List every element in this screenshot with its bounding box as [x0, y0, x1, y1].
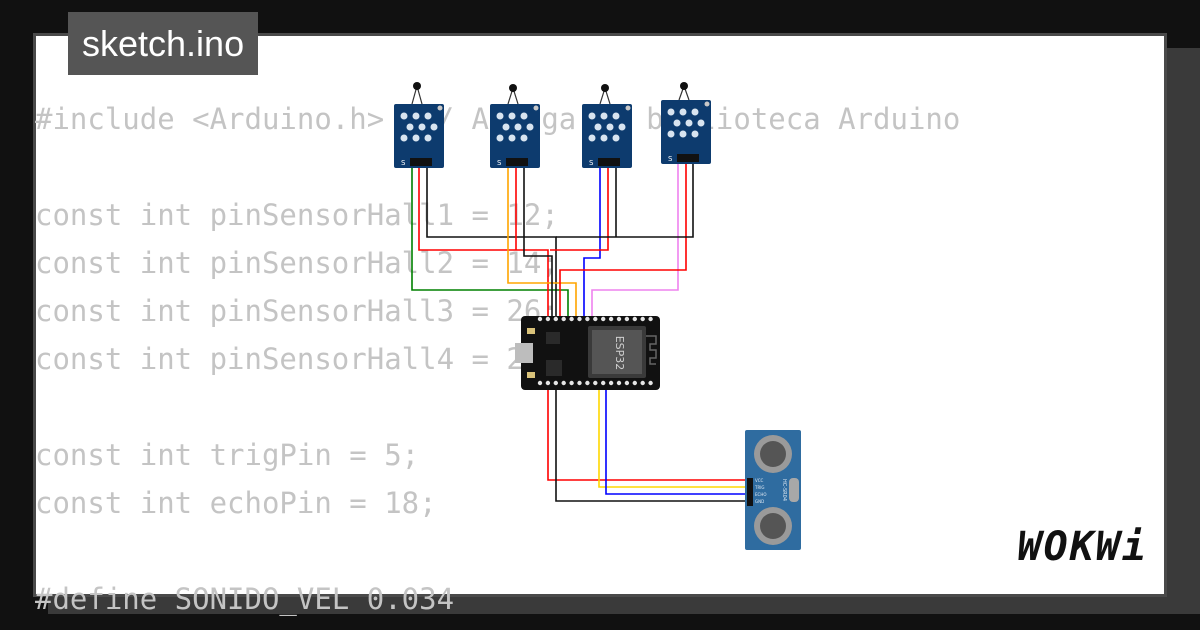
- header-pin: [624, 380, 630, 386]
- header-pin: [545, 316, 551, 322]
- code-line: const int trigPin = 5;: [35, 438, 420, 472]
- pin-label: S: [589, 159, 594, 167]
- code-line: const int pinSensorHall4 = 27;: [35, 342, 559, 376]
- pin-header-top: [537, 316, 653, 322]
- hall-sensor-2[interactable]: S: [490, 84, 540, 168]
- hall-sensor-4[interactable]: S: [661, 82, 711, 164]
- header-pin: [640, 316, 645, 322]
- header-pin: [608, 316, 614, 322]
- header-pin: [632, 316, 637, 322]
- sonar-pin-vcc: VCC: [755, 478, 764, 483]
- header-pin: [553, 316, 558, 322]
- header-pin: [648, 380, 653, 386]
- header-pin: [577, 316, 582, 322]
- header-pin: [593, 380, 598, 386]
- header-pin: [648, 316, 653, 322]
- header-pin: [577, 380, 582, 386]
- header-pin: [537, 380, 543, 386]
- header-pin: [640, 380, 645, 386]
- header-pin: [601, 316, 606, 322]
- header-pin: [569, 316, 574, 322]
- code-line: const int pinSensorHall1 = 12;: [35, 198, 559, 232]
- file-title: sketch.ino: [68, 12, 259, 75]
- header-pin: [553, 380, 558, 386]
- code-line: const int echoPin = 18;: [35, 486, 437, 520]
- header-pin: [632, 380, 637, 386]
- header-pin: [545, 380, 551, 386]
- wire-blue: [583, 168, 601, 320]
- header-pin: [601, 380, 606, 386]
- wire-red: [550, 168, 609, 251]
- header-pin: [585, 316, 590, 322]
- header-pin: [624, 316, 630, 322]
- wire-blue: [605, 386, 748, 495]
- wire-green: [411, 168, 569, 320]
- header-pin: [561, 380, 566, 386]
- header-pin: [585, 380, 590, 386]
- wire-red: [559, 164, 687, 320]
- header-pin: [569, 380, 574, 386]
- wire-yellow: [598, 386, 748, 488]
- code-line: const int pinSensorHall2 = 14;: [35, 246, 559, 280]
- esp32-label: ESP32: [613, 336, 626, 371]
- wire-black: [555, 386, 748, 502]
- wire-red: [418, 168, 549, 320]
- header-pin: [593, 316, 598, 322]
- wire-violet: [591, 164, 679, 320]
- header-pin: [608, 380, 614, 386]
- pin-label: S: [401, 159, 406, 167]
- wire-orange: [507, 168, 577, 320]
- wires: [411, 164, 748, 502]
- wire-black: [523, 168, 553, 320]
- hall-sensor-3[interactable]: S: [582, 84, 632, 168]
- wire-red: [547, 386, 748, 481]
- ultrasonic-sensor[interactable]: HC-SR04 VCC TRIG ECHO GND: [745, 430, 801, 550]
- header-pin: [616, 380, 622, 386]
- wire-black: [426, 168, 557, 320]
- sonar-pin-echo: ECHO: [755, 492, 766, 497]
- header-pin: [537, 316, 543, 322]
- sonar-pin-gnd: GND: [755, 499, 764, 504]
- code-line: #define SONIDO_VEL 0.034: [35, 582, 455, 616]
- esp32-board[interactable]: ESP32: [515, 316, 660, 390]
- sonar-pin-trig: TRIG: [754, 485, 765, 490]
- header-pin: [616, 316, 622, 322]
- pin-header-bottom: [537, 380, 653, 386]
- wire-black: [556, 164, 694, 238]
- sonar-model-label: HC-SR04: [781, 479, 787, 501]
- header-pin: [561, 316, 566, 322]
- pin-label: S: [497, 159, 502, 167]
- hall-sensor-1[interactable]: S: [394, 82, 444, 168]
- pin-label: S: [668, 155, 673, 163]
- wokwi-logo: WOKWi: [1017, 524, 1148, 570]
